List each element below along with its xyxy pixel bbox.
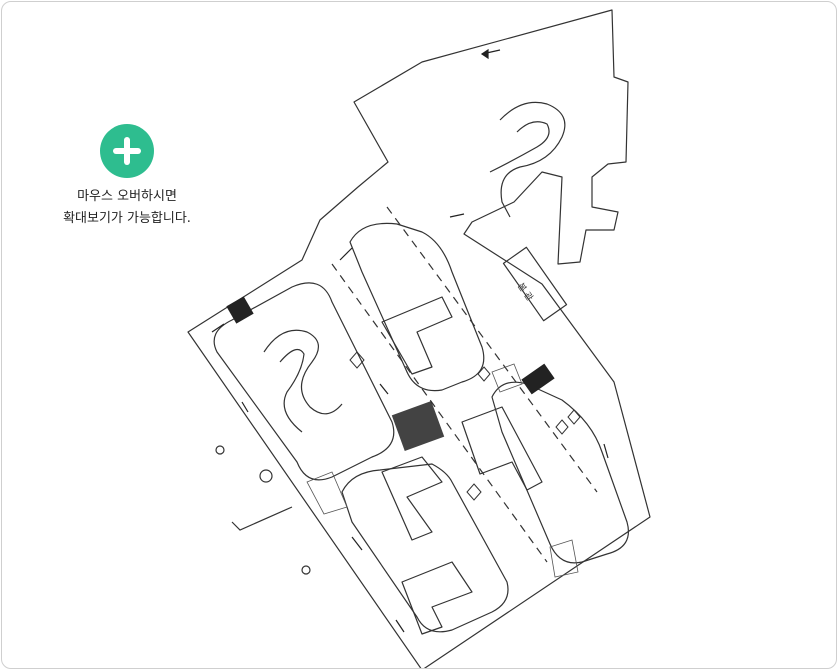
zoom-in-button[interactable] xyxy=(100,124,154,178)
building-label: 본 관 xyxy=(515,281,535,303)
zoom-hint-line-1: 마우스 오버하시면 xyxy=(77,189,177,204)
right-track-loop xyxy=(491,381,629,564)
crosswalk-right xyxy=(521,363,555,395)
serpentine-left xyxy=(263,329,343,415)
center-upper-loop xyxy=(349,222,485,392)
diamond-markers xyxy=(349,351,581,501)
central-road-2 xyxy=(386,206,598,493)
misc-symbols xyxy=(215,445,311,575)
parking-t-shape-4 xyxy=(401,561,473,635)
parking-t-shape-1 xyxy=(381,296,453,375)
serpentine-top-inner xyxy=(489,121,550,173)
zoom-hint-line-2: 확대보기가 가능합니다. xyxy=(63,211,191,226)
lower-loop-track xyxy=(341,463,509,633)
parking-t-shape-2 xyxy=(461,406,543,491)
crosswalks xyxy=(226,296,555,452)
parking-t-shape-3 xyxy=(381,456,443,541)
central-road xyxy=(331,263,548,563)
main-building xyxy=(502,246,568,322)
crosswalk-center xyxy=(391,400,445,452)
serpentine-left-inner xyxy=(279,348,305,433)
hatched-zones xyxy=(306,363,579,578)
zoom-hint[interactable]: 마우스 오버하시면 확대보기가 가능합니다. xyxy=(42,124,212,230)
crosswalk-left xyxy=(226,296,254,324)
direction-arrows xyxy=(211,48,609,633)
course-outer-boundary xyxy=(187,9,651,668)
serpentine-top xyxy=(499,101,566,218)
zoom-hint-text: 마우스 오버하시면 확대보기가 가능합니다. xyxy=(42,186,212,230)
left-loop-track xyxy=(213,282,395,481)
